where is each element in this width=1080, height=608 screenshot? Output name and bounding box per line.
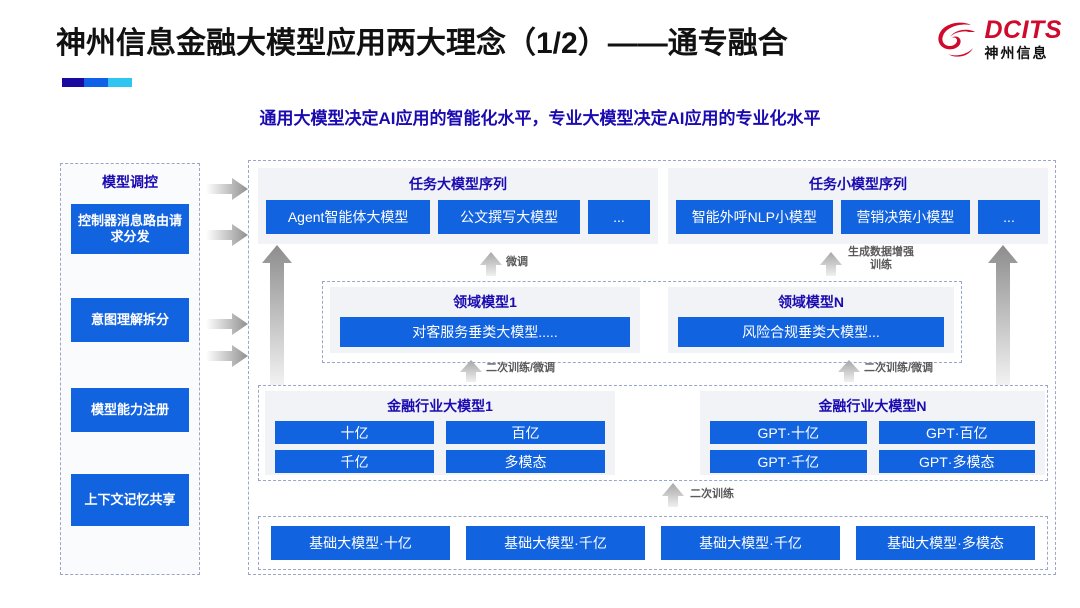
flow-arrow-right-4 — [206, 345, 248, 367]
chip-document-writing-model[interactable]: 公文撰写大模型 — [438, 200, 580, 234]
industry-1-chip-1000y[interactable]: 千亿 — [275, 450, 434, 473]
base-model-1000y[interactable]: 基础大模型·千亿 — [661, 526, 840, 560]
industry-model-1-grid: 十亿 百亿 千亿 多模态 — [275, 421, 605, 473]
task-large-model-sequence: 任务大模型序列 Agent智能体大模型 公文撰写大模型 ... — [258, 168, 658, 244]
industry-n-chip-gpt-10y[interactable]: GPT·十亿 — [710, 421, 867, 444]
flow-arrow-right-3 — [206, 313, 248, 335]
industry-1-chip-multimodal[interactable]: 多模态 — [446, 450, 605, 473]
domain-model-n: 领域模型N 风险合规垂类大模型... — [668, 287, 954, 353]
domain-model-1-title: 领域模型1 — [453, 294, 517, 310]
flow-arrow-up-data-aug — [820, 252, 842, 276]
accent-bar-segment-3 — [108, 78, 132, 87]
domain-model-n-chip[interactable]: 风险合规垂类大模型... — [678, 317, 944, 347]
task-large-model-chip-row: Agent智能体大模型 公文撰写大模型 ... — [266, 200, 650, 234]
flow-arrow-up-right-tall — [988, 245, 1018, 385]
domain-model-band — [322, 281, 962, 363]
flow-arrow-up-left-tall — [262, 245, 292, 385]
industry-model-band — [258, 385, 1048, 481]
label-retrain: 二次训练 — [690, 488, 734, 500]
model-control-panel: 模型调控 控制器消息路由请求分发 意图理解拆分 模型能力注册 上下文记忆共享 — [60, 163, 200, 575]
chip-outbound-nlp-model[interactable]: 智能外呼NLP小模型 — [676, 200, 833, 234]
accent-bar-segment-2 — [84, 78, 108, 87]
task-small-model-sequence-title: 任务小模型序列 — [809, 176, 907, 192]
label-fine-tune: 微调 — [506, 256, 528, 268]
accent-bar — [62, 78, 132, 87]
task-large-model-sequence-title: 任务大模型序列 — [409, 176, 507, 192]
flow-arrow-up-retrain-left — [460, 360, 482, 382]
industry-n-chip-gpt-1000y[interactable]: GPT·千亿 — [710, 450, 867, 473]
logo-chinese-name: 神州信息 — [984, 45, 1049, 61]
chip-agent-model[interactable]: Agent智能体大模型 — [266, 200, 431, 234]
industry-model-n-title: 金融行业大模型N — [818, 398, 927, 414]
domain-model-1-chip[interactable]: 对客服务垂类大模型..... — [340, 317, 630, 347]
flow-arrow-up-retrain — [662, 483, 684, 507]
base-model-multimodal[interactable]: 基础大模型·多模态 — [856, 526, 1035, 560]
control-item-registry[interactable]: 模型能力注册 — [71, 388, 189, 432]
control-item-intent[interactable]: 意图理解拆分 — [71, 298, 189, 342]
flow-arrow-right-1 — [206, 178, 248, 200]
page-title: 神州信息金融大模型应用两大理念（1/2）——通专融合 — [56, 27, 788, 60]
label-data-augmentation: 生成数据增强 训练 — [848, 246, 914, 271]
label-retrain-tune-right: 二次训练/微调 — [864, 362, 934, 374]
industry-model-n: 金融行业大模型N GPT·十亿 GPT·百亿 GPT·千亿 GPT·多模态 — [700, 391, 1045, 475]
industry-n-chip-gpt-100y[interactable]: GPT·百亿 — [878, 421, 1035, 444]
control-item-context[interactable]: 上下文记忆共享 — [71, 474, 189, 526]
dcits-swirl-icon — [937, 22, 975, 57]
model-control-title: 模型调控 — [102, 174, 158, 190]
chip-more-large[interactable]: ... — [588, 200, 650, 234]
company-logo: DCITS 神州信息 — [935, 18, 1063, 60]
label-retrain-tune-left: 二次训练/微调 — [486, 362, 556, 374]
chip-more-small[interactable]: ... — [978, 200, 1041, 234]
flow-arrow-up-fine-tune — [480, 252, 502, 276]
logo-english-name: DCITS — [984, 16, 1062, 44]
chip-marketing-decision-model[interactable]: 营销决策小模型 — [840, 200, 971, 234]
control-item-router[interactable]: 控制器消息路由请求分发 — [71, 204, 189, 254]
domain-model-1: 领域模型1 对客服务垂类大模型..... — [330, 287, 640, 353]
task-small-model-sequence: 任务小模型序列 智能外呼NLP小模型 营销决策小模型 ... — [668, 168, 1048, 244]
domain-model-n-title: 领域模型N — [777, 294, 845, 310]
industry-1-chip-10y[interactable]: 十亿 — [275, 421, 434, 444]
industry-model-1-title: 金融行业大模型1 — [387, 398, 493, 414]
logo-text: DCITS 神州信息 — [984, 16, 1063, 61]
base-model-10y[interactable]: 基础大模型·十亿 — [271, 526, 450, 560]
label-data-augmentation-line1: 生成数据增强 训练 — [848, 246, 914, 271]
task-small-model-chip-row: 智能外呼NLP小模型 营销决策小模型 ... — [676, 200, 1041, 234]
industry-1-chip-100y[interactable]: 百亿 — [446, 421, 605, 444]
industry-model-1: 金融行业大模型1 十亿 百亿 千亿 多模态 — [265, 391, 615, 475]
base-model-band: 基础大模型·十亿 基础大模型·千亿 基础大模型·千亿 基础大模型·多模态 — [258, 516, 1048, 570]
page-subtitle: 通用大模型决定AI应用的智能化水平，专业大模型决定AI应用的专业化水平 — [259, 109, 821, 128]
base-model-100y[interactable]: 基础大模型·千亿 — [466, 526, 645, 560]
architecture-canvas — [248, 160, 1056, 575]
flow-arrow-right-2 — [206, 224, 248, 246]
industry-n-chip-gpt-multimodal[interactable]: GPT·多模态 — [878, 450, 1035, 473]
industry-model-n-grid: GPT·十亿 GPT·百亿 GPT·千亿 GPT·多模态 — [710, 421, 1035, 473]
accent-bar-segment-1 — [62, 78, 84, 87]
flow-arrow-up-retrain-right — [838, 360, 860, 382]
